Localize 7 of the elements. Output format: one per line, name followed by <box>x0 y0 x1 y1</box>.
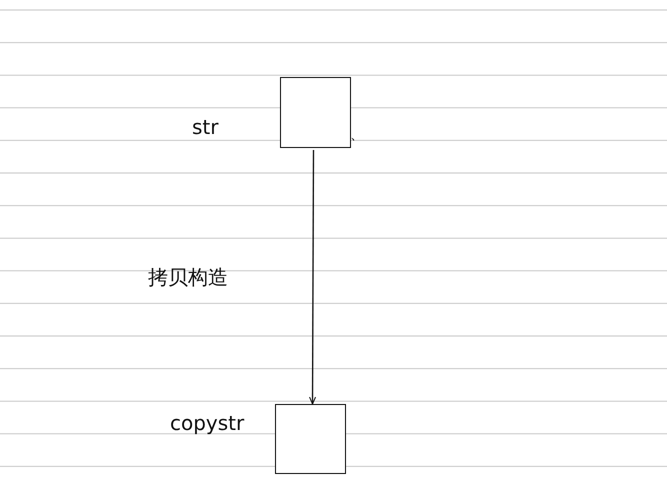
empty-box <box>280 77 351 148</box>
arrow <box>309 150 316 404</box>
edge-label: 拷贝构造 <box>148 267 228 287</box>
box-label: copystr <box>170 413 244 433</box>
empty-box <box>275 404 346 474</box>
box-label: str <box>192 117 218 137</box>
stray-mark: 、 <box>350 128 364 142</box>
